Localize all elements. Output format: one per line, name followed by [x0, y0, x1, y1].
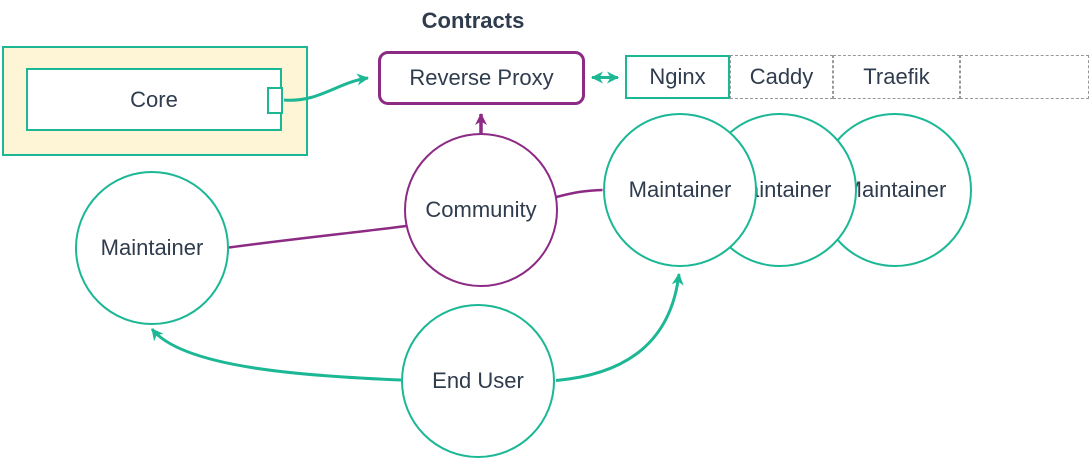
proxy-cell-traefik: Traefik	[833, 55, 960, 99]
maintainer-right-1-node: Maintainer	[603, 113, 757, 267]
traefik-label: Traefik	[863, 64, 930, 89]
core-port	[267, 87, 283, 114]
maintainer-right-3-label: Maintainer	[843, 177, 947, 202]
nginx-label: Nginx	[649, 64, 706, 89]
proxy-cell-nginx: Nginx	[625, 55, 730, 99]
maintainer-left-label: Maintainer	[100, 235, 204, 260]
edge-end-user-to-maintainer-left	[150, 328, 402, 382]
end-user-node: End User	[401, 304, 555, 458]
community-label: Community	[425, 197, 537, 222]
edge-community-to-maintainer-right	[556, 188, 603, 199]
maintainer-right-1-label: Maintainer	[628, 177, 732, 202]
end-user-label: End User	[432, 368, 524, 393]
reverse-proxy-node: Reverse Proxy	[378, 51, 585, 105]
edge-end-user-to-maintainer-right	[555, 273, 684, 382]
reverse-proxy-label: Reverse Proxy	[409, 65, 554, 90]
proxy-cell-caddy: Caddy	[730, 55, 833, 99]
caddy-label: Caddy	[749, 64, 814, 89]
core-node: Core	[26, 68, 282, 131]
core-label: Core	[130, 86, 178, 112]
diagram-title: Contracts	[421, 8, 525, 33]
proxy-cell-empty	[960, 55, 1089, 99]
edge-community-to-maintainer-left	[228, 224, 407, 249]
community-node: Community	[404, 133, 558, 287]
maintainer-left-node: Maintainer	[75, 171, 229, 325]
